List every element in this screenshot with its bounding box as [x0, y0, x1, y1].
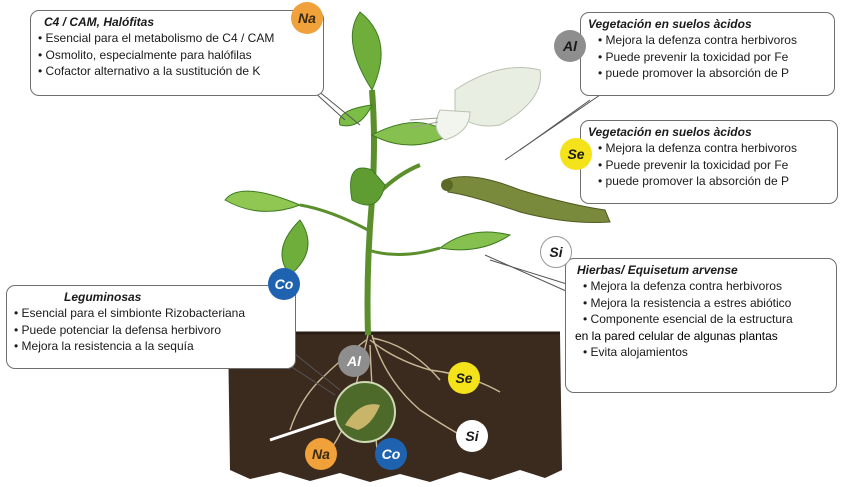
si-box-list-end: Evita alojamientos: [583, 344, 829, 361]
al-box: Vegetación en suelos àcidos Mejora la de…: [580, 12, 835, 96]
si-box-title: Hierbas/ Equisetum arvense: [577, 263, 738, 277]
se-box-title: Vegetación en suelos àcidos: [588, 125, 752, 139]
si-box: Hierbas/ Equisetum arvense Mejora la def…: [565, 258, 837, 393]
se-badge-top: Se: [560, 138, 592, 170]
moth: [409, 67, 541, 141]
na-badge-top: Na: [291, 2, 323, 34]
si-badge-soil: Si: [456, 420, 488, 452]
co-item-2: Puede potenciar la defensa herbivoro: [14, 322, 288, 339]
al-item-1: Mejora la defenza contra herbivoros: [598, 32, 827, 49]
si-item-2: Mejora la resistencia a estres abiótico: [583, 295, 829, 312]
se-box-list: Mejora la defenza contra herbivoros Pued…: [598, 140, 830, 190]
na-item-3: Cofactor alternativo a la sustitución de…: [38, 63, 316, 80]
co-box: Leguminosas Esencial para el simbionte R…: [6, 285, 296, 369]
se-badge-soil: Se: [448, 362, 480, 394]
na-badge-soil: Na: [305, 438, 337, 470]
si-badge-top: Si: [540, 236, 572, 268]
se-box: Vegetación en suelos àcidos Mejora la de…: [580, 120, 838, 204]
se-item-3: puede promover la absorción de P: [598, 173, 830, 190]
al-item-2: Puede prevenir la toxicidad por Fe: [598, 49, 827, 66]
na-box-list: Esencial para el metabolismo de C4 / CAM…: [38, 30, 316, 80]
co-item-1: Esencial para el simbionte Rizobacterian…: [14, 305, 288, 322]
si-item-4: Evita alojamientos: [583, 344, 829, 361]
al-badge-soil: Al: [338, 345, 370, 377]
si-item-3: Componente esencial de la estructura: [583, 311, 829, 328]
si-box-list: Mejora la defenza contra herbivoros Mejo…: [583, 278, 829, 328]
leaves: [224, 11, 512, 276]
na-item-2: Osmolito, especialmente para halófilas: [38, 47, 316, 64]
na-item-1: Esencial para el metabolismo de C4 / CAM: [38, 30, 316, 47]
co-badge-soil: Co: [375, 438, 407, 470]
co-item-3: Mejora la resistencia a la sequía: [14, 338, 288, 355]
al-box-title: Vegetación en suelos àcidos: [588, 17, 752, 31]
na-box-title: C4 / CAM, Halófitas: [44, 15, 155, 29]
al-item-3: puede promover la absorción de P: [598, 65, 827, 82]
na-box: C4 / CAM, Halófitas Esencial para el met…: [30, 10, 324, 96]
co-badge-top: Co: [268, 268, 300, 300]
co-box-list: Esencial para el simbionte Rizobacterian…: [14, 305, 288, 355]
si-item-3-continuation: en la pared celular de algunas plantas: [575, 328, 778, 343]
se-item-1: Mejora la defenza contra herbivoros: [598, 140, 830, 157]
caterpillar: [441, 176, 611, 224]
al-badge-top: Al: [554, 30, 586, 62]
al-box-list: Mejora la defenza contra herbivoros Pued…: [598, 32, 827, 82]
co-box-title: Leguminosas: [64, 290, 142, 304]
se-item-2: Puede prevenir la toxicidad por Fe: [598, 157, 830, 174]
stem: [364, 89, 377, 336]
si-item-1: Mejora la defenza contra herbivoros: [583, 278, 829, 295]
